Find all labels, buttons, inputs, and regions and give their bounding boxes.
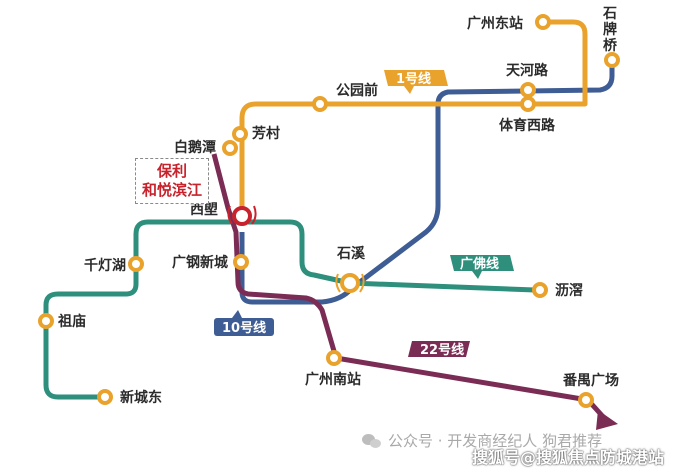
station-shipaiqiao[interactable]	[604, 52, 620, 68]
label-fangcun: 芳村	[252, 125, 280, 142]
station-tiyu-xilu[interactable]	[520, 96, 536, 112]
station-panyu-square[interactable]	[578, 392, 594, 408]
label-gongyuanqian: 公园前	[336, 82, 378, 99]
label-zumiao: 祖庙	[57, 313, 86, 330]
station-guangzhou-south[interactable]	[326, 350, 342, 366]
line10-badge: 10号线	[214, 310, 274, 336]
line22-badge-label: 22号线	[420, 342, 464, 358]
station-tianhe-road[interactable]	[520, 82, 536, 98]
label-baietan: 白鹅潭	[174, 139, 216, 156]
project-marker-line1: 保利	[156, 162, 187, 180]
guangfo-badge-label: 广佛线	[460, 256, 499, 272]
station-guanggang-xincheng[interactable]	[233, 254, 249, 270]
label-qiandenghu: 千灯湖	[84, 257, 126, 274]
wechat-icon	[362, 433, 382, 449]
station-xinchengdong[interactable]	[97, 389, 113, 405]
station-guangzhou-east[interactable]	[535, 14, 551, 30]
label-xinchengdong: 新城东	[120, 389, 162, 406]
line1-route	[239, 19, 588, 214]
label-shipaiqiao-2: 牌	[603, 21, 617, 38]
line1-badge-label: 1号线	[396, 71, 431, 87]
station-liejiao[interactable]	[532, 282, 548, 298]
watermark: 搜狐号@搜狐焦点防城港站	[472, 448, 665, 467]
station-xishuo[interactable]	[227, 205, 257, 226]
label-guangzhou-south: 广州南站	[305, 371, 361, 388]
label-guangzhou-east: 广州东站	[467, 15, 523, 32]
label-shipaiqiao-1: 石	[602, 6, 617, 22]
label-panyu-square: 番禺广场	[562, 372, 619, 389]
station-fangcun[interactable]	[232, 126, 248, 142]
station-qiandenghu[interactable]	[128, 256, 144, 272]
guangfo-route	[43, 219, 536, 400]
arrow-right-icon	[596, 410, 618, 430]
label-shixi: 石溪	[336, 245, 366, 262]
label-guanggang-xincheng: 广钢新城	[172, 254, 228, 271]
label-xishuo: 西塱	[190, 201, 218, 218]
station-gongyuanqian[interactable]	[312, 96, 328, 112]
line22-badge: 22号线	[408, 341, 470, 358]
station-shixi[interactable]	[335, 273, 365, 293]
line22-route	[211, 153, 608, 422]
label-liejiao: 沥滘	[555, 283, 583, 299]
station-baietan[interactable]	[222, 140, 238, 156]
wechat-account: 公众号 · 开发商经纪人 狗君推荐	[362, 430, 602, 451]
line10-route	[239, 60, 615, 305]
label-tianhe-road: 天河路	[506, 62, 549, 79]
project-marker-line2: 和悦滨江	[141, 181, 202, 199]
label-tiyu-xilu: 体育西路	[499, 117, 556, 134]
line10-badge-label: 10号线	[222, 320, 266, 336]
wechat-account-text: 公众号 · 开发商经纪人 狗君推荐	[388, 432, 603, 450]
project-marker: 保利 和悦滨江	[135, 158, 209, 204]
line1-badge: 1号线	[384, 70, 448, 94]
guangfo-badge: 广佛线	[450, 255, 514, 279]
station-zumiao[interactable]	[38, 313, 54, 329]
label-shipaiqiao-3: 桥	[603, 37, 618, 54]
